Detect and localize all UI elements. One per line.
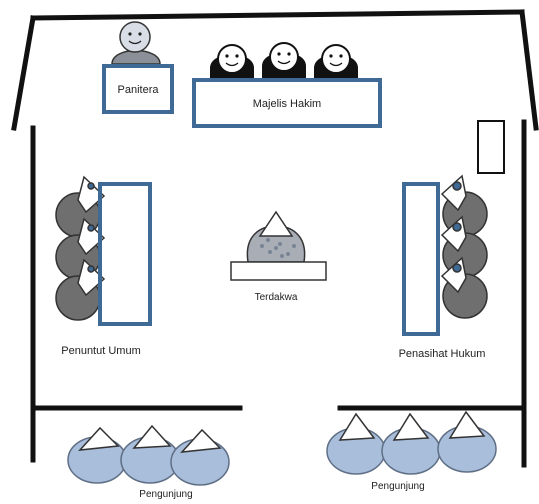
cabinet-box bbox=[477, 120, 505, 174]
top-view-person-icon bbox=[392, 412, 430, 441]
top-view-person-icon bbox=[338, 412, 376, 441]
penasihat-hukum-area: Penasihat Hukum bbox=[399, 174, 488, 360]
right-upper-wall bbox=[519, 9, 539, 131]
panitera-area: Panitera bbox=[102, 21, 174, 114]
terdakwa-seat bbox=[230, 261, 327, 281]
top-view-person-icon bbox=[78, 426, 120, 451]
penasihat-hukum-label: Penasihat Hukum bbox=[399, 348, 486, 360]
majelis-hakim-label: Majelis Hakim bbox=[253, 98, 321, 110]
counsel-figures bbox=[440, 174, 488, 319]
smiley-face-black-robe-icon bbox=[217, 44, 247, 74]
prosecutor-figures bbox=[55, 175, 106, 321]
pengunjung-right-area: Pengunjung bbox=[326, 410, 497, 492]
judge-3 bbox=[314, 44, 358, 84]
penuntut-umum-label: Penuntut Umum bbox=[61, 345, 140, 357]
penasihat-hukum-desk bbox=[402, 182, 440, 336]
smiley-face-black-robe-icon bbox=[321, 44, 351, 74]
top-view-person-icon bbox=[258, 210, 294, 237]
panitera-label: Panitera bbox=[118, 84, 160, 96]
top-view-person-icon bbox=[448, 410, 486, 439]
room-walls bbox=[11, 9, 539, 468]
judge-1 bbox=[210, 44, 254, 84]
top-view-person-icon bbox=[77, 175, 106, 214]
pengunjung-left-label: Pengunjung bbox=[139, 489, 192, 500]
penuntut-umum-area: Penuntut Umum bbox=[55, 175, 152, 357]
majelis-hakim-bench bbox=[192, 78, 382, 128]
left-upper-wall bbox=[11, 15, 36, 131]
terdakwa-area: Terdakwa bbox=[230, 210, 327, 303]
smiley-face-black-robe-icon bbox=[269, 42, 299, 72]
majelis-hakim-area: Majelis Hakim bbox=[192, 42, 382, 128]
top-view-person-icon bbox=[77, 217, 106, 256]
top-view-person-icon bbox=[180, 428, 222, 453]
panitera-desk bbox=[102, 64, 174, 114]
terdakwa-label: Terdakwa bbox=[255, 292, 298, 303]
top-view-person-icon bbox=[132, 424, 172, 449]
judge-2 bbox=[262, 42, 306, 84]
clerk-figure bbox=[111, 21, 161, 65]
smiley-face-grey-icon bbox=[119, 21, 151, 53]
pengunjung-right-label: Pengunjung bbox=[371, 481, 424, 492]
penuntut-umum-desk bbox=[98, 182, 152, 326]
pengunjung-left-area: Pengunjung bbox=[67, 424, 230, 500]
top-view-person-icon bbox=[77, 258, 106, 297]
top-wall bbox=[30, 9, 525, 21]
